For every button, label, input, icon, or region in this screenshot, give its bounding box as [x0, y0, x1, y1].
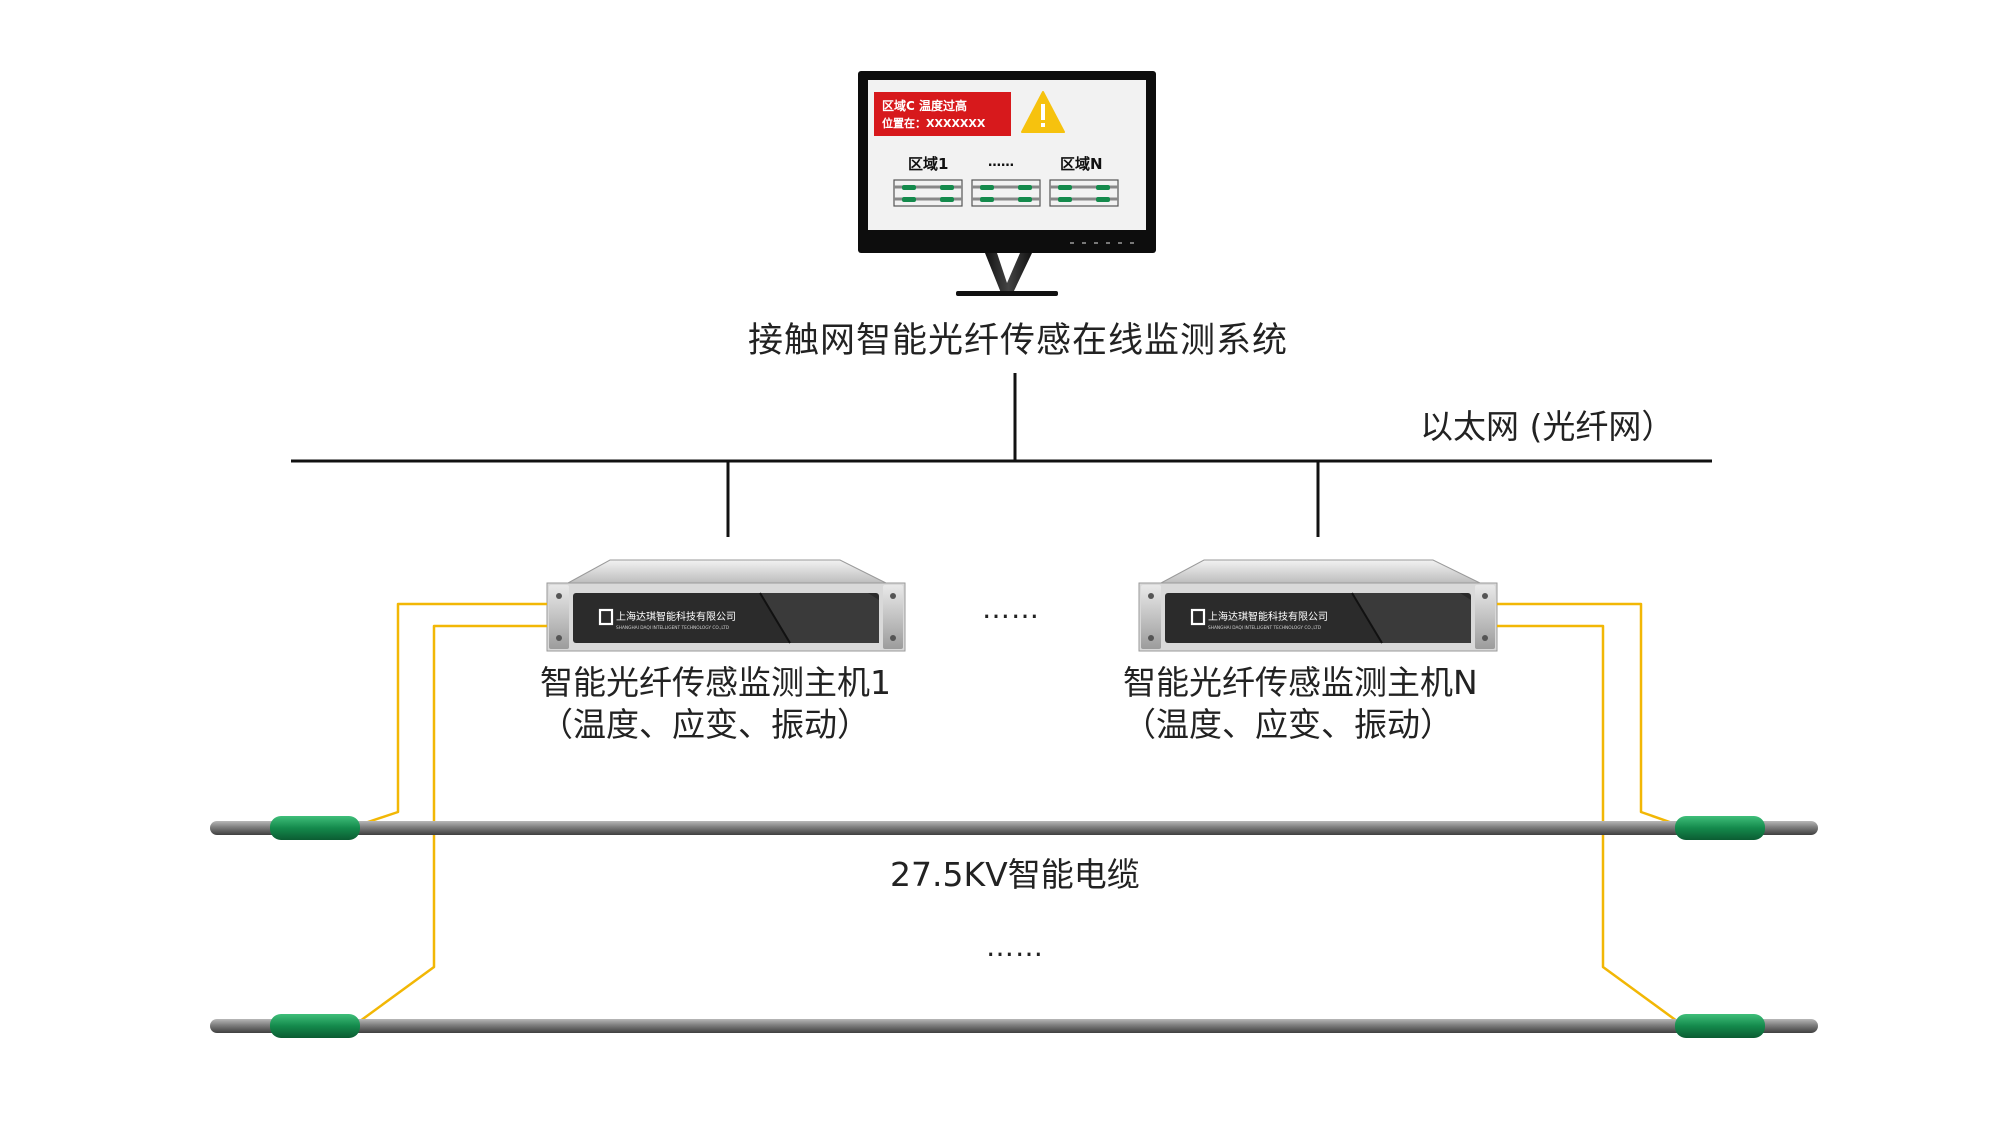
hostN-logo-icon — [1190, 608, 1206, 626]
sensor-upper-left — [270, 816, 360, 840]
zone-first-label: 区域1 — [908, 155, 948, 173]
zone-cable-icon-n — [1049, 179, 1119, 207]
fiber-hostN-upper — [1497, 602, 1682, 828]
monitor: 区域C 温度过高 位置在：XXXXXXX 区域1 …… 区域N — [858, 71, 1156, 296]
hostN-brand-en: SHANGHAI DAQI INTELLIGENT TECHNOLOGY CO.… — [1208, 625, 1322, 631]
sensor-upper-right — [1675, 816, 1765, 840]
fiber-host1-upper — [355, 602, 547, 828]
warning-icon — [1021, 91, 1065, 133]
hostN-brand: 上海达琪智能科技有限公司 — [1208, 610, 1328, 623]
alert-line1: 区域C 温度过高 — [882, 98, 967, 113]
network-label: 以太网 (光纤网） — [1420, 407, 1675, 446]
host1-brand: 上海达琪智能科技有限公司 — [616, 610, 736, 623]
network-lines — [291, 373, 1712, 537]
hostN-chassis: 上海达琪智能科技有限公司 SHANGHAI DAQI INTELLIGENT T… — [1138, 559, 1498, 652]
host1-brand-en: SHANGHAI DAQI INTELLIGENT TECHNOLOGY CO.… — [616, 625, 730, 631]
alert-line2: 位置在：XXXXXXX — [882, 116, 986, 130]
system-title: 接触网智能光纤传感在线监测系统 — [748, 321, 1289, 361]
host1-title: 智能光纤传感监测主机1 — [540, 663, 891, 702]
host1-subtitle: （温度、应变、振动） — [540, 705, 870, 744]
monitor-buttons — [1070, 242, 1134, 244]
host1-logo-icon — [598, 608, 614, 626]
alert-box — [874, 92, 1011, 136]
fiber-host1-lower — [355, 624, 547, 1026]
hosts-ellipsis: …… — [982, 592, 1040, 625]
zone-cable-icon-1 — [893, 179, 963, 207]
host1-chassis: 上海达琪智能科技有限公司 SHANGHAI DAQI INTELLIGENT T… — [546, 559, 906, 652]
cables-ellipsis: …… — [986, 930, 1044, 963]
hostN-subtitle: （温度、应变、振动） — [1123, 705, 1453, 744]
monitor-stand — [985, 253, 1032, 293]
zone-last-label: 区域N — [1060, 155, 1103, 173]
cable-lower — [210, 1014, 1818, 1038]
fiber-hostN-lower — [1497, 624, 1682, 1026]
hostN-title: 智能光纤传感监测主机N — [1123, 663, 1478, 702]
host1-caption: 智能光纤传感监测主机1 （温度、应变、振动） — [540, 662, 891, 746]
sensor-lower-left — [270, 1014, 360, 1038]
zone-dots-label: …… — [988, 155, 1014, 170]
hostN-caption: 智能光纤传感监测主机N （温度、应变、振动） — [1123, 662, 1478, 746]
sensor-lower-right — [1675, 1014, 1765, 1038]
cable-upper — [210, 816, 1818, 840]
monitor-base — [956, 291, 1058, 296]
zone-cable-icon-2 — [971, 179, 1041, 207]
fiber-lines — [355, 602, 1682, 1026]
cable-label: 27.5KV智能电缆 — [890, 855, 1140, 894]
